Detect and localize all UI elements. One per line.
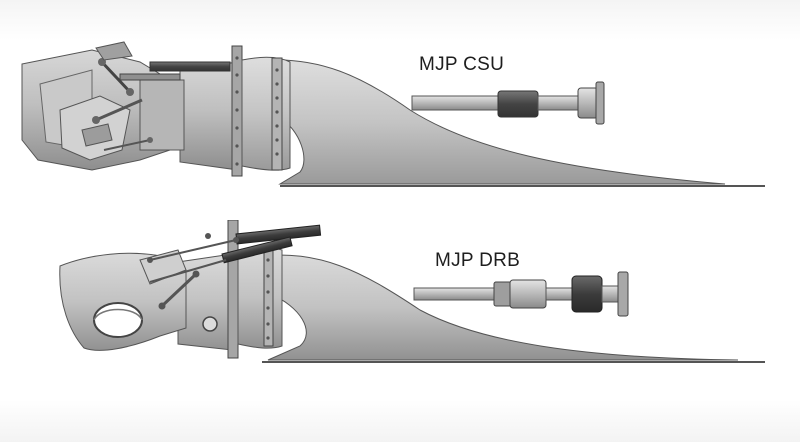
- csu-shaft-flange: [577, 87, 599, 119]
- csu-pump-casing: [179, 61, 239, 171]
- drb-shaft-coupling: [509, 279, 547, 309]
- mjp-csu-label: MJP CSU: [419, 54, 505, 75]
- drb-clamp-ring: [263, 247, 274, 347]
- drb-actuator-port: [202, 316, 218, 332]
- csu-steering-cylinder: [149, 61, 231, 72]
- mjp-csu-drawing: [21, 41, 765, 187]
- drb-intake-duct: [257, 254, 739, 361]
- csu-intake-duct: [267, 59, 726, 185]
- mjp-drb-drawing: [59, 220, 765, 363]
- csu-shaft-coupling: [497, 90, 539, 118]
- drb-shaft-flange: [617, 271, 629, 317]
- drb-shaft: [413, 287, 501, 301]
- csu-clamp-ring: [271, 57, 283, 171]
- mjp-drb-label: MJP DRB: [435, 250, 521, 271]
- drb-thrust-bearing: [571, 275, 603, 313]
- csu-shaft: [411, 95, 503, 111]
- drb-nozzle-outlet: [93, 302, 143, 338]
